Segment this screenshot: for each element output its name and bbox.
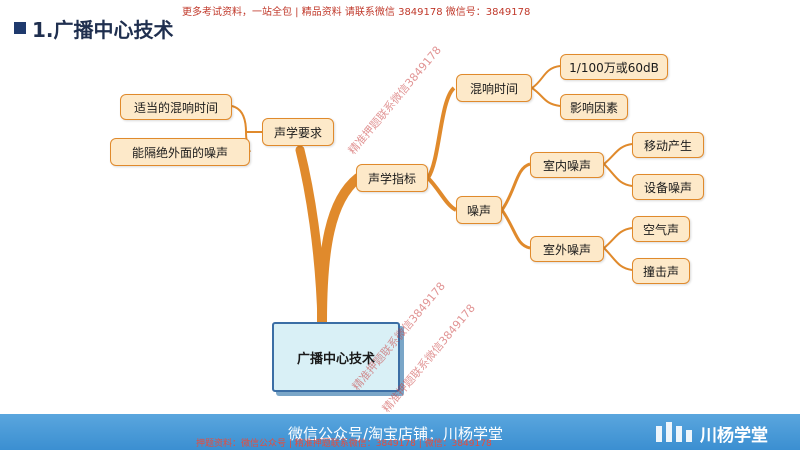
node-noise: 噪声 <box>456 196 502 224</box>
node-influence-factors: 影响因素 <box>560 94 628 120</box>
footer-text: 微信公众号/淘宝店铺：川杨学堂 <box>288 425 504 443</box>
node-equipment-noise: 设备噪声 <box>632 174 704 200</box>
title-bullet-icon <box>14 22 26 34</box>
connector-index-reverb <box>426 86 456 180</box>
connector-indoor-moving <box>603 143 633 165</box>
node-impact-sound: 撞击声 <box>632 258 690 284</box>
node-ratio: 1/100万或60dB <box>560 54 668 80</box>
connector-indoor-equipment <box>603 163 633 187</box>
node-proper-reverb-time: 适当的混响时间 <box>120 94 232 120</box>
node-reverb-time: 混响时间 <box>456 74 532 102</box>
connector-reverb-ratio <box>531 65 561 89</box>
connector-noise-indoor <box>500 162 531 211</box>
page-title: 1.广播中心技术 <box>32 18 174 42</box>
node-isolate-noise: 能隔绝外面的噪声 <box>110 138 250 166</box>
footer-bar: 微信公众号/淘宝店铺：川杨学堂 押题资料：微信公众号 | 精准押题联系微信：38… <box>0 414 800 450</box>
connector-noise-outdoor <box>500 209 531 250</box>
footer-note: 押题资料：微信公众号 | 精准押题联系微信：3849178 | 微信：38491… <box>196 439 492 449</box>
trunk-connector-left <box>295 145 327 327</box>
connector-index-noise <box>426 176 458 212</box>
connector-req-top <box>231 105 247 133</box>
connector-outdoor-air <box>603 227 633 249</box>
node-outdoor-noise: 室外噪声 <box>530 236 604 262</box>
trunk-connector <box>317 173 363 327</box>
node-acoustic-index: 声学指标 <box>356 164 428 192</box>
brand-name: 川杨学堂 <box>700 426 768 446</box>
node-moving: 移动产生 <box>632 132 704 158</box>
brand-logo-icon <box>656 422 692 442</box>
connector-reverb-factors <box>531 87 561 107</box>
node-acoustic-requirements: 声学要求 <box>262 118 334 146</box>
node-center: 广播中心技术 <box>272 322 400 392</box>
node-airborne-sound: 空气声 <box>632 216 690 242</box>
connector-outdoor-impact <box>603 247 633 271</box>
top-note: 更多考试资料，一站全包 | 精品资料 请联系微信 3849178 微信号：384… <box>182 7 531 18</box>
node-indoor-noise: 室内噪声 <box>530 152 604 178</box>
